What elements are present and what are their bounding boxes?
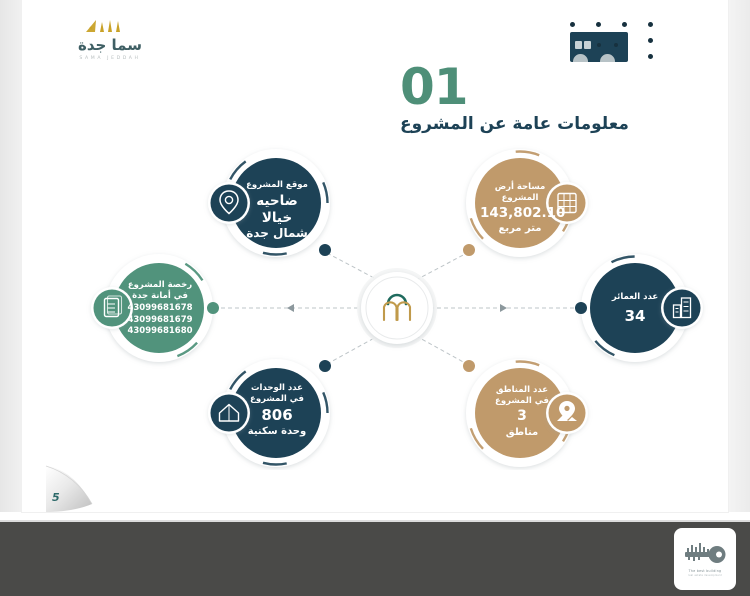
page-number: 5 (52, 491, 60, 504)
diagram-svg (91, 149, 703, 467)
connector-dot (463, 360, 475, 372)
slide-canvas: سما جدة SAMA JEDDAH 01 معلومات عامة عن ا… (0, 0, 750, 512)
node-project-land-area[interactable] (463, 149, 588, 257)
document-icon (103, 295, 123, 318)
page-curl[interactable] (44, 460, 96, 512)
buildings-icon (672, 297, 692, 319)
toolbar-divider (0, 520, 750, 522)
section-header: 01 معلومات عامة عن المشروع (400, 12, 700, 134)
brand-name: سما جدة (78, 36, 142, 54)
home-icon (218, 403, 240, 422)
section-number: 01 (400, 58, 469, 116)
node-zones-count[interactable] (463, 359, 588, 467)
slide-page: سما جدة SAMA JEDDAH 01 معلومات عامة عن ا… (22, 0, 728, 512)
connector-dot (463, 244, 475, 256)
connector-dot (575, 302, 587, 314)
sama-jeddah-arch-logo (382, 293, 412, 322)
page-edge-left (0, 0, 24, 512)
key-skyline-logo-icon (685, 543, 726, 563)
node-project-location[interactable] (208, 149, 331, 257)
bottom-toolbar: The best building real estate developmen… (0, 520, 750, 596)
brand-latin-name: SAMA JEDDAH (79, 56, 141, 61)
connector-dot (319, 360, 331, 372)
thumbnail-caption: The best building (688, 569, 722, 573)
connector-dot (207, 302, 219, 314)
node-units-count[interactable] (208, 359, 331, 467)
thumbnail-subcaption: real estate development (688, 574, 722, 577)
node-project-license[interactable] (91, 254, 219, 362)
connector-dot (319, 244, 331, 256)
dark-chip-overlay (570, 32, 628, 62)
page-edge-right (728, 0, 750, 512)
section-title: معلومات عامة عن المشروع (400, 114, 629, 134)
publisher-thumbnail[interactable]: The best building real estate developmen… (674, 528, 736, 590)
node-buildings-count[interactable] (575, 254, 703, 362)
zone-location-icon (557, 401, 577, 421)
brand-mark-icon (50, 18, 170, 35)
brand-logo: سما جدة SAMA JEDDAH (50, 18, 170, 70)
arrow-right-icon (500, 304, 507, 312)
infographic-diagram: موقع المشروع ضاحيه خيالا شمال جدة مساحة … (44, 140, 750, 470)
arrow-left-icon (287, 304, 294, 312)
land-plot-icon (557, 192, 577, 214)
center-hub (357, 268, 437, 348)
map-pin-icon (219, 190, 239, 215)
header-decoration (570, 12, 700, 62)
